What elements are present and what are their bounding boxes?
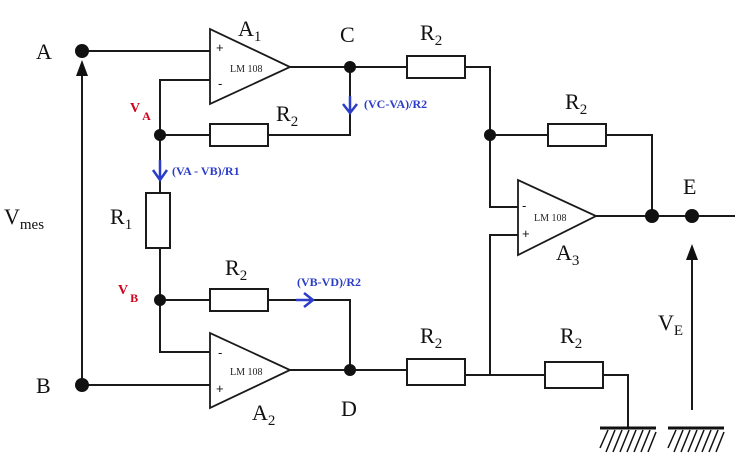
label-r2-feedback-a1: R2: [276, 101, 298, 130]
op-amp-a1: + - LM 108: [209, 27, 293, 106]
op-amp-a3-model: LM 108: [534, 213, 567, 224]
current-arrow-vb-vd: [296, 292, 316, 308]
label-vmes: Vmes: [4, 204, 44, 233]
label-a2: A2: [252, 400, 275, 429]
op-amp-a2-plus: +: [216, 381, 224, 396]
current-arrow-va-vb: [151, 160, 169, 183]
current-label-vb-vd: (VB-VD)/R2: [297, 275, 361, 289]
op-amp-a3-minus: -: [522, 198, 526, 213]
op-amp-a3: - + LM 108: [517, 178, 599, 257]
label-r2-feedback-a3: R2: [565, 89, 587, 118]
resistor-r2-feedback-a2: [209, 288, 269, 312]
label-r2-d-branch: R2: [420, 323, 442, 352]
vmes-arrowhead: [76, 60, 88, 76]
label-a3: A3: [556, 240, 579, 269]
label-r1: R1: [110, 204, 132, 233]
op-amp-a1-minus: -: [218, 76, 222, 91]
op-amp-a3-plus: +: [522, 226, 530, 241]
resistor-r1: [145, 192, 171, 249]
label-r2-ground: R2: [560, 323, 582, 352]
junction-c: [344, 61, 356, 73]
resistor-r2-c-branch: [406, 55, 466, 79]
terminal-a: [75, 44, 89, 58]
op-amp-a2-minus: -: [218, 345, 222, 360]
label-a1: A1: [238, 16, 261, 45]
ve-arrowhead: [686, 244, 698, 260]
op-amp-a2: - + LM 108: [209, 331, 293, 410]
label-a: A: [36, 39, 52, 64]
junction-a3-out: [645, 209, 659, 223]
label-c: C: [340, 22, 355, 47]
terminal-b: [75, 378, 89, 392]
op-amp-a1-model: LM 108: [230, 64, 263, 75]
label-r2-c-branch: R2: [420, 20, 442, 49]
junction-d: [344, 364, 356, 376]
wires: [81, 50, 735, 428]
resistor-r2-d-branch: [406, 358, 466, 386]
junction-va: [154, 129, 166, 141]
op-amp-a2-model: LM 108: [230, 367, 263, 378]
terminal-e: [685, 209, 699, 223]
current-label-va-vb: (VA - VB)/R1: [172, 164, 240, 178]
label-b: B: [36, 373, 51, 398]
ground-right: [667, 426, 725, 453]
label-r2-feedback-a2: R2: [225, 255, 247, 284]
label-ve: VE: [658, 310, 683, 339]
resistor-r2-feedback-a1: [209, 123, 269, 147]
current-arrow-vc-va: [342, 96, 358, 116]
current-label-vc-va: (VC-VA)/R2: [364, 97, 427, 111]
junction-vb: [154, 294, 166, 306]
label-e: E: [683, 174, 696, 199]
resistor-r2-ground: [544, 361, 604, 389]
op-amp-a1-plus: +: [216, 40, 224, 55]
ground-left: [599, 426, 657, 453]
junction-a3-minus: [484, 129, 496, 141]
label-d: D: [341, 396, 357, 421]
resistor-r2-feedback-a3: [547, 123, 607, 147]
